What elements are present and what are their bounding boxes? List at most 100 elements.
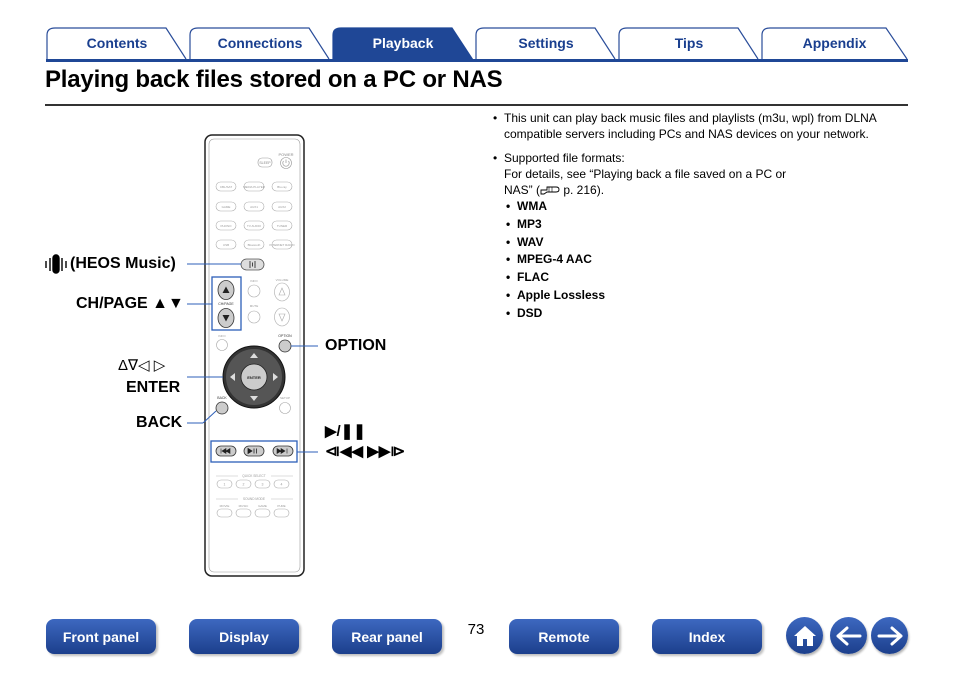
skip-label: ⧏◀◀ ▶▶⧐ — [325, 443, 406, 460]
tab-appendix[interactable]: Appendix — [761, 27, 908, 59]
tab-shape — [332, 27, 474, 59]
tab-connections[interactable]: Connections — [189, 27, 331, 59]
arrow-left-icon — [836, 626, 861, 645]
tab-tips[interactable]: Tips — [618, 27, 760, 59]
bullet-reference[interactable]: NAS” ( p. 216). — [504, 182, 911, 198]
title-divider — [45, 104, 908, 106]
format-item: WMA — [504, 198, 911, 216]
mute-label: MUTE — [250, 304, 259, 308]
svg-text:AUX2: AUX2 — [278, 205, 286, 209]
tab-contents[interactable]: Contents — [46, 27, 188, 59]
bullet-text: p. 216). — [560, 183, 605, 197]
volume-up-button — [274, 282, 290, 302]
power-icon — [282, 159, 290, 167]
format-item: Apple Lossless — [504, 287, 911, 305]
info-button — [247, 284, 261, 298]
back-small-label: BACK — [217, 396, 227, 400]
svg-text:TV AUDIO: TV AUDIO — [247, 224, 262, 228]
info-small-label: INFO — [218, 334, 226, 338]
svg-text:AUX1: AUX1 — [250, 205, 258, 209]
tab-underline — [46, 59, 908, 62]
chpage-label: CH/PAGE ▲▼ — [76, 295, 184, 312]
back-button — [215, 401, 229, 415]
display-button[interactable]: Display — [189, 619, 299, 654]
bullet-text: Supported file formats: — [504, 151, 625, 165]
tab-label: Connections — [217, 35, 303, 51]
svg-text:GAME: GAME — [222, 205, 231, 209]
remote-button[interactable]: Remote — [509, 619, 619, 654]
enter-label: ENTER — [126, 379, 181, 396]
volume-label: VOLUME — [276, 278, 289, 282]
svg-text:MEDIA PLAYER: MEDIA PLAYER — [243, 185, 266, 189]
back-label: BACK — [136, 414, 183, 431]
triangle-down-icon — [222, 315, 230, 322]
svg-text:1: 1 — [224, 483, 226, 487]
tab-bar: Contents Connections Playback Settings T… — [46, 27, 908, 60]
next-page-button[interactable] — [871, 617, 908, 654]
tab-label: Appendix — [802, 35, 867, 51]
sound-mode-label: SOUND MODE — [243, 497, 265, 501]
tab-label: Settings — [518, 35, 574, 51]
option-small-label: OPTION — [278, 334, 292, 338]
index-button[interactable]: Index — [652, 619, 762, 654]
svg-text:3: 3 — [262, 483, 264, 487]
tab-label: Contents — [86, 35, 148, 51]
tab-shape — [618, 27, 759, 59]
bullet-text: For details, see “Playing back a file sa… — [504, 167, 787, 181]
tab-shape — [475, 27, 616, 59]
svg-text:MOVIE: MOVIE — [220, 504, 230, 508]
svg-text:PHONO: PHONO — [220, 224, 232, 228]
tab-shape — [46, 27, 187, 59]
tab-shape — [189, 27, 330, 59]
setup-label: SETUP — [280, 396, 290, 400]
format-item: DSD — [504, 305, 911, 323]
bullet-item: Supported file formats: For details, see… — [491, 150, 911, 323]
option-label: OPTION — [325, 337, 387, 354]
format-list: WMA MP3 WAV MPEG-4 AAC FLAC Apple Lossle… — [504, 198, 911, 323]
tab-label: Playback — [372, 35, 434, 51]
power-label: POWER — [278, 152, 293, 157]
mute-button — [247, 310, 261, 324]
svg-text:PURE: PURE — [277, 504, 285, 508]
svg-text:2: 2 — [243, 483, 245, 487]
arrow-right-icon — [877, 626, 902, 645]
format-item: MPEG-4 AAC — [504, 251, 911, 269]
play-pause-icon — [247, 447, 257, 455]
tab-settings[interactable]: Settings — [475, 27, 617, 59]
svg-text:Bluetooth: Bluetooth — [248, 243, 261, 247]
input-buttons — [215, 181, 293, 250]
tab-playback[interactable]: Playback — [332, 27, 474, 59]
volume-down-button — [274, 307, 290, 327]
triangle-up-icon — [222, 286, 230, 293]
content-text: This unit can play back music files and … — [491, 110, 911, 331]
heos-icon — [45, 254, 67, 274]
cursor-keys-label: Δ∇◁ ▷ — [118, 357, 166, 374]
quick-select-label: QUICK SELECT — [242, 474, 265, 478]
callout-lines — [187, 263, 318, 453]
bullet-item: This unit can play back music files and … — [491, 110, 911, 142]
sleep-label: SLEEP — [259, 161, 271, 165]
enter-small-label: ENTER — [247, 375, 261, 380]
svg-text:MUSIC: MUSIC — [239, 504, 250, 508]
page-title: Playing back files stored on a PC or NAS — [45, 66, 503, 93]
skip-back-icon — [220, 447, 231, 455]
quick-select-buttons — [216, 479, 290, 489]
skip-forward-icon — [276, 447, 288, 455]
svg-text:INFO: INFO — [250, 279, 258, 283]
enter-button — [240, 363, 268, 391]
svg-text:CBL/SAT: CBL/SAT — [220, 185, 232, 189]
svg-text:GAME: GAME — [258, 504, 267, 508]
bullet-text: This unit can play back music files and … — [504, 111, 877, 141]
remote-inner-outline — [208, 138, 301, 573]
home-button[interactable] — [786, 617, 823, 654]
heos-icon — [249, 261, 256, 268]
svg-text:INTERNET RADIO: INTERNET RADIO — [269, 243, 295, 247]
heos-music-label: (HEOS Music) — [70, 255, 176, 272]
chpage-small-label: CH/PAGE — [218, 302, 234, 306]
rear-panel-button[interactable]: Rear panel — [332, 619, 442, 654]
previous-page-button[interactable] — [830, 617, 867, 654]
front-panel-button[interactable]: Front panel — [46, 619, 156, 654]
format-item: WAV — [504, 234, 911, 252]
